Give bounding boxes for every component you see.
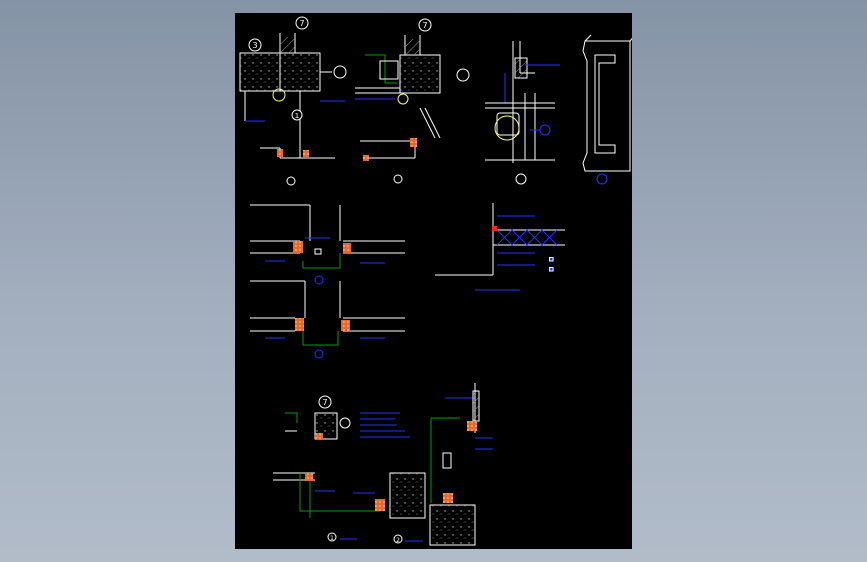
callout-label: 1 bbox=[330, 535, 334, 542]
concrete-block bbox=[279, 52, 321, 92]
section-callout-icon bbox=[327, 532, 337, 542]
cad-drawing: 7 3 1 7 bbox=[239, 16, 632, 546]
callout-label: 1 bbox=[295, 112, 299, 120]
detail-group-top-left bbox=[239, 33, 345, 159]
insulation-block-icon bbox=[315, 433, 323, 439]
insulation-block-icon bbox=[295, 318, 304, 331]
callout-group-bottom: 7 1 2 bbox=[318, 395, 423, 544]
insulation-block-icon bbox=[341, 320, 350, 331]
insulation-block-icon bbox=[467, 421, 477, 431]
detail-group-middle-right: ▪ ▪ bbox=[435, 203, 565, 291]
section-callout-icon bbox=[333, 65, 347, 79]
section-callout-icon bbox=[393, 534, 403, 544]
detail-group-middle-left bbox=[250, 204, 405, 346]
legend-notes bbox=[360, 412, 410, 438]
callout-label: 3 bbox=[252, 41, 257, 50]
callout-group-3 bbox=[515, 124, 608, 185]
detail-group-top-middle bbox=[355, 35, 441, 161]
insulation-block-icon bbox=[375, 499, 385, 511]
section-callout-icon bbox=[314, 275, 324, 285]
insulation-block-icon bbox=[277, 149, 283, 157]
insulation-block-icon bbox=[343, 243, 351, 253]
section-callout-icon bbox=[248, 38, 262, 52]
insulation-block-icon bbox=[443, 493, 453, 503]
callout-label: 7 bbox=[422, 21, 427, 30]
section-callout-icon bbox=[295, 16, 309, 30]
section-callout-icon bbox=[456, 68, 470, 82]
callout-label: 2 bbox=[396, 537, 400, 544]
insulation-block-icon bbox=[363, 155, 369, 161]
detail-group-bottom bbox=[273, 383, 493, 546]
section-callout-icon bbox=[515, 173, 527, 185]
section-callout-icon bbox=[393, 174, 403, 184]
insulation-block-icon bbox=[293, 241, 303, 253]
concrete-block bbox=[314, 412, 338, 440]
section-callout-icon bbox=[418, 18, 432, 32]
callout-group-1: 7 3 1 bbox=[248, 16, 347, 186]
detail-circle-icon bbox=[272, 88, 286, 102]
cad-drawing-sheet[interactable]: 7 3 1 7 bbox=[235, 13, 632, 549]
detail-group-top-right bbox=[485, 34, 632, 172]
section-callout-icon bbox=[314, 349, 324, 359]
callout-label: 7 bbox=[322, 398, 327, 407]
insulation-block-icon bbox=[410, 138, 417, 147]
section-callout-icon bbox=[596, 173, 608, 185]
callout-group-2: 7 bbox=[393, 18, 470, 184]
svg-text:▪: ▪ bbox=[549, 255, 554, 263]
insulation-block-icon bbox=[303, 150, 309, 157]
concrete-block bbox=[239, 52, 281, 92]
concrete-block bbox=[399, 54, 441, 94]
section-callout-icon bbox=[318, 395, 332, 409]
concrete-block bbox=[389, 472, 426, 519]
insulation-block-icon bbox=[305, 473, 313, 481]
concrete-block bbox=[429, 504, 476, 546]
section-callout-icon bbox=[286, 176, 296, 186]
section-callout-icon bbox=[539, 124, 551, 136]
callout-label: 7 bbox=[299, 19, 304, 28]
callout-group-4 bbox=[314, 275, 324, 359]
section-callout-icon bbox=[291, 109, 303, 121]
svg-text:▪: ▪ bbox=[549, 265, 554, 273]
